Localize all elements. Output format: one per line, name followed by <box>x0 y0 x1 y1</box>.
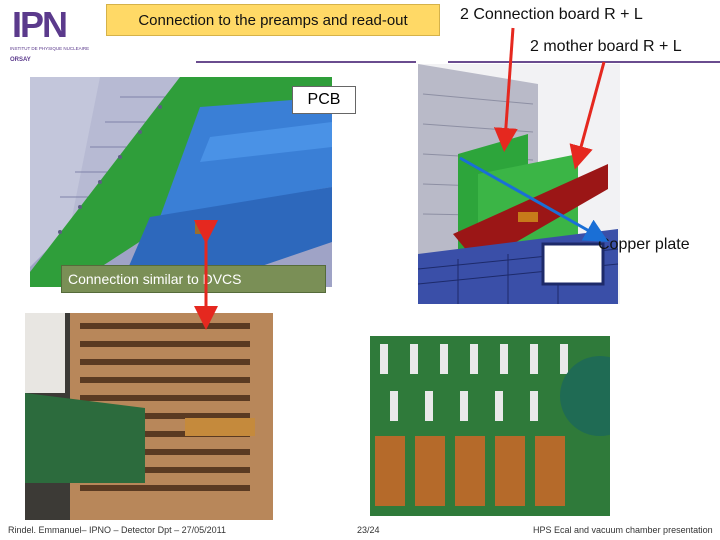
mother-board-label: 2 mother board R + L <box>530 38 682 55</box>
photo-preamp-boards <box>370 336 610 516</box>
logo-subtitle: INSTITUT DE PHYSIQUE NUCLEAIRE <box>10 46 90 51</box>
cad-render-left <box>30 77 332 287</box>
footer-author: Rindel. Emmanuel– IPNO – Detector Dpt – … <box>8 525 226 535</box>
logo-city: ORSAY <box>10 57 31 63</box>
photo-dvcs-connectors <box>25 313 273 520</box>
pcb-label: PCB <box>292 86 356 114</box>
connection-board-label: 2 Connection board R + L <box>460 6 643 23</box>
header-rule-left <box>196 61 416 63</box>
footer-presentation: HPS Ecal and vacuum chamber presentation <box>533 525 713 535</box>
ipn-logo: IPN INSTITUT DE PHYSIQUE NUCLEAIRE ORSAY <box>4 4 90 64</box>
header-rule-right <box>448 61 720 63</box>
mother-board-arrow <box>569 61 606 170</box>
connection-board-arrow <box>493 27 518 152</box>
copper-plate-label: Copper plate <box>598 236 690 253</box>
copper-plate-arrow <box>459 156 609 242</box>
slide-title: Connection to the preamps and read-out <box>106 4 440 36</box>
footer-page-number: 23/24 <box>357 525 380 535</box>
logo-letters: IPN <box>12 4 68 45</box>
